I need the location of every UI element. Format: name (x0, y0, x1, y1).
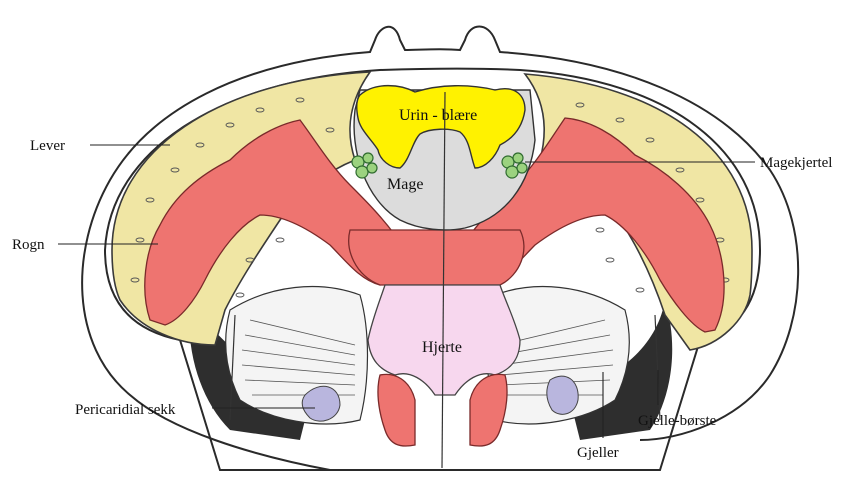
pericardial-sac-right (547, 376, 578, 414)
gills-left (226, 287, 368, 424)
label-gjeller: Gjeller (577, 445, 619, 461)
label-hjerte: Hjerte (422, 339, 462, 356)
label-pericardial: Pericaridial sekk (75, 402, 176, 418)
roe-center (349, 230, 524, 285)
label-magekjertel: Magekjertel (760, 155, 832, 171)
roe-lower-right (470, 374, 507, 446)
label-mage: Mage (387, 176, 423, 193)
roe-lower-left (378, 374, 415, 446)
label-urinblaere: Urin - blære (399, 107, 477, 124)
label-lever: Lever (30, 138, 65, 154)
label-rogn: Rogn (12, 237, 45, 253)
label-gjelle-borste: Gjelle-børste (638, 413, 717, 429)
